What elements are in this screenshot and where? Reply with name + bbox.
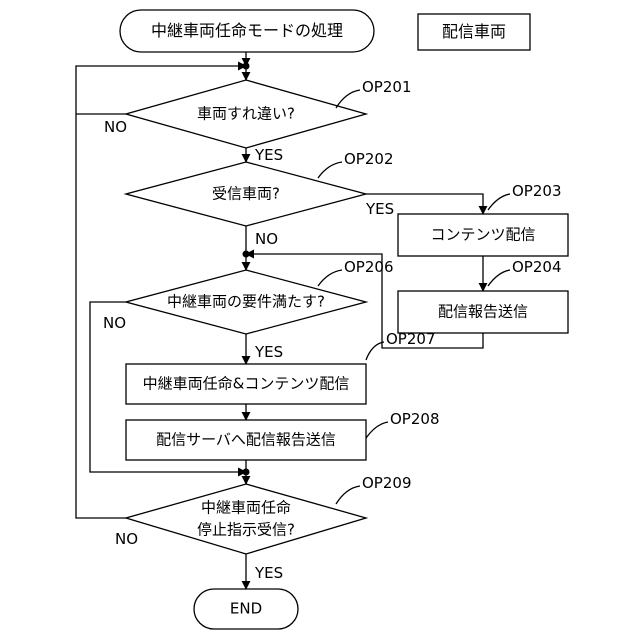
op201-no-label: NO — [104, 120, 127, 135]
join-dot-top — [243, 63, 250, 70]
op206-label: 中継車両の要件満たす? — [167, 295, 325, 310]
leader-op208 — [366, 422, 388, 438]
op202-label: 受信車両? — [212, 187, 280, 202]
op209-code: OP209 — [362, 476, 411, 491]
op206-yes-label: YES — [255, 345, 283, 360]
op209-label-line2: 停止指示受信? — [197, 523, 295, 538]
join-dot-bottom — [243, 469, 250, 476]
leader-op202 — [318, 162, 342, 178]
op208-code: OP208 — [390, 412, 439, 427]
op209-label-line1: 中継車両任命 — [201, 501, 291, 516]
op203-label: コンテンツ配信 — [430, 228, 535, 243]
op207-label: 中継車両任命&コンテンツ配信 — [143, 377, 350, 392]
join-dot-middle — [243, 251, 250, 258]
op201-yes-label: YES — [255, 148, 283, 163]
op201-code: OP201 — [362, 80, 411, 95]
leader-op209 — [336, 486, 360, 504]
start-label: 中継車両任命モードの処理 — [151, 23, 343, 39]
op203-code: OP203 — [512, 184, 561, 199]
op209-decision-shape — [126, 484, 366, 554]
leader-op201 — [336, 90, 360, 108]
op209-no-label: NO — [115, 532, 138, 547]
op201-label: 車両すれ違い? — [197, 107, 295, 122]
leader-op203 — [488, 194, 510, 210]
role-box-label: 配信車両 — [442, 24, 506, 40]
op206-no-label: NO — [103, 316, 126, 331]
op202-yes-label: YES — [366, 202, 394, 217]
op204-label: 配信報告送信 — [438, 305, 528, 320]
op206-code: OP206 — [344, 260, 393, 275]
op202-no-label: NO — [255, 232, 278, 247]
op204-code: OP204 — [512, 260, 561, 275]
leader-op206 — [318, 270, 342, 286]
op202-code: OP202 — [344, 152, 393, 167]
op209-yes-label: YES — [255, 566, 283, 581]
end-label: END — [230, 602, 262, 617]
op208-label: 配信サーバへ配信報告送信 — [156, 433, 336, 448]
leader-op204 — [488, 270, 510, 286]
leader-op207 — [366, 342, 384, 360]
op207-code: OP207 — [386, 332, 435, 347]
